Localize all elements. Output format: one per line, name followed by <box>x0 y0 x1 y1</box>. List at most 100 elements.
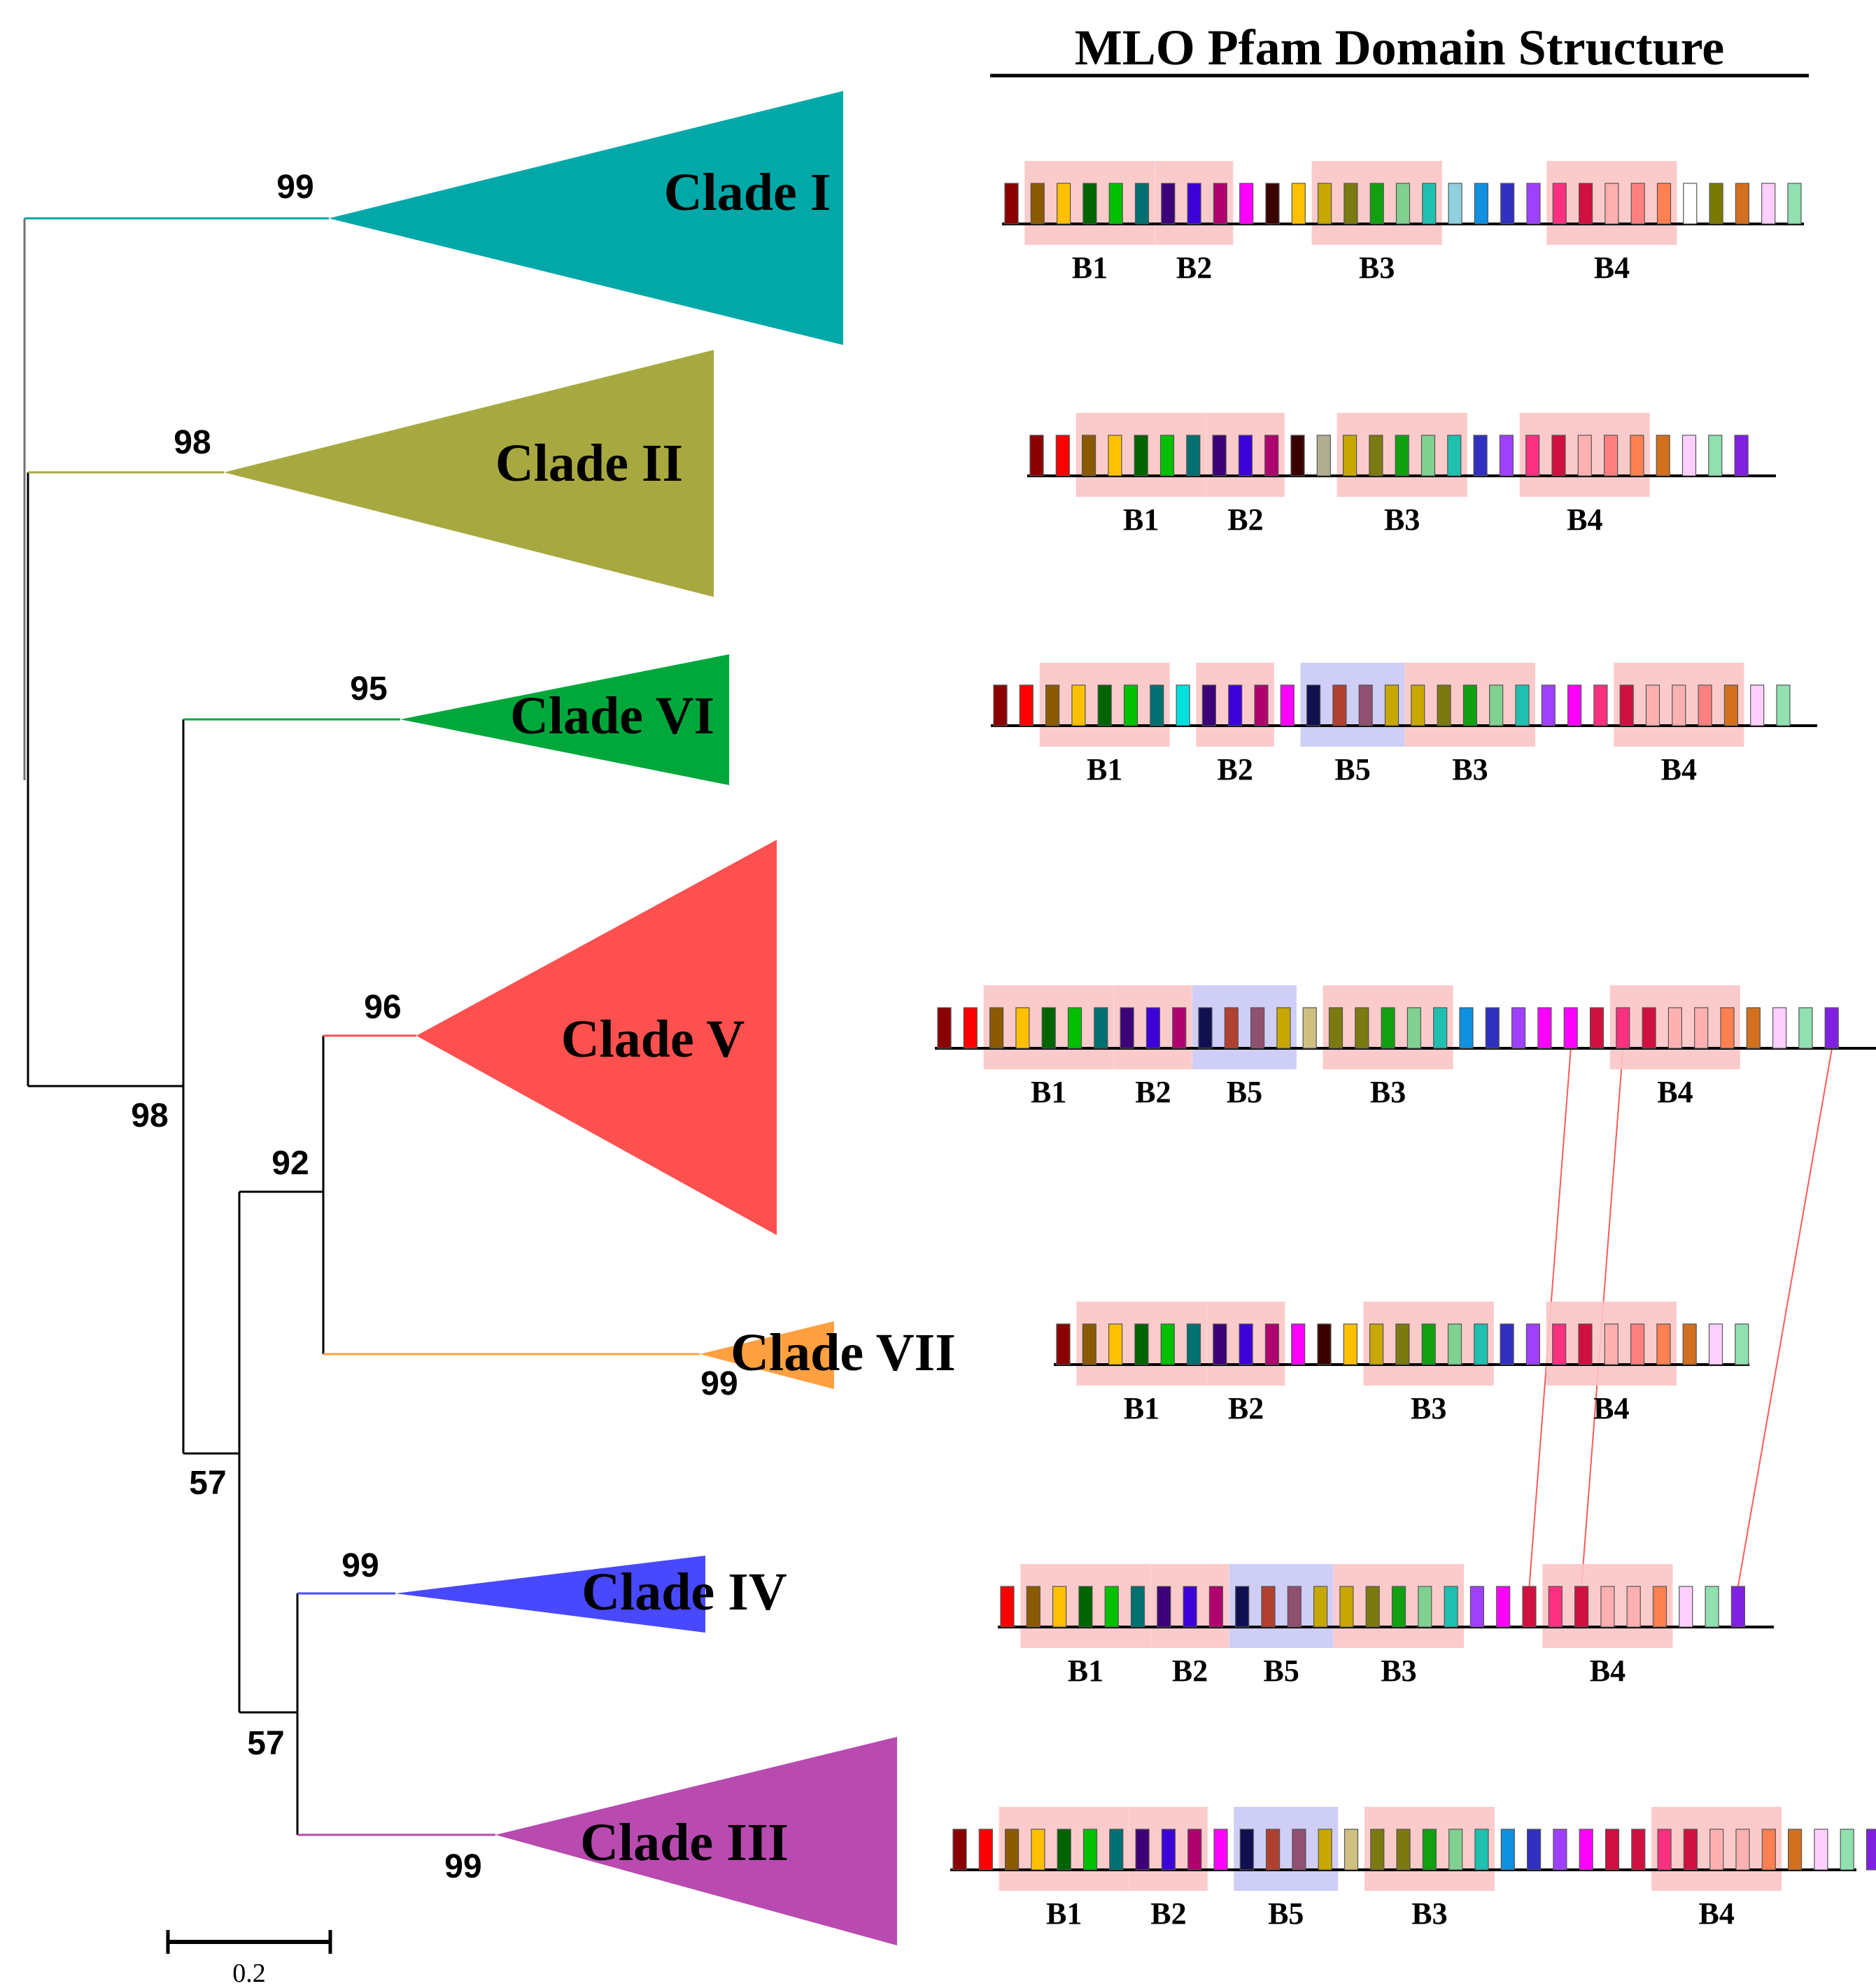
motif-box <box>1537 1007 1552 1049</box>
motif-box <box>1395 1323 1410 1365</box>
motif-box <box>1134 183 1150 225</box>
motif-box <box>1437 684 1451 726</box>
block-label-b1: B1 <box>1087 752 1122 787</box>
motif-box <box>1447 1323 1462 1365</box>
motif-box <box>1276 1007 1291 1049</box>
motif-box <box>1123 684 1138 726</box>
block-label-b2: B2 <box>1176 251 1212 285</box>
motif-box <box>1698 684 1712 726</box>
motif-box <box>1056 1323 1071 1365</box>
motif-box <box>1645 684 1660 726</box>
motif-box <box>1474 183 1488 225</box>
motif-box <box>1548 1586 1563 1628</box>
motif-box <box>1679 1586 1693 1628</box>
bootstrap-clade-vii: 99 <box>700 1365 738 1402</box>
motif-box <box>1186 1323 1201 1365</box>
block-label-b4: B4 <box>1661 752 1697 787</box>
motif-box <box>1604 435 1618 477</box>
block-label-b3: B3 <box>1370 1075 1406 1109</box>
motif-box <box>1656 183 1672 225</box>
motif-box <box>1541 684 1556 726</box>
bootstrap-clade-vi: 95 <box>350 670 387 707</box>
motif-box <box>1630 183 1645 225</box>
motif-box <box>1567 684 1582 726</box>
motif-box <box>1672 684 1686 726</box>
motif-box <box>1499 435 1514 477</box>
motif-box <box>1004 1829 1020 1871</box>
motif-box <box>1605 1829 1620 1871</box>
node-bootstrap-root: 98 <box>131 1097 168 1134</box>
motif-box <box>952 1829 967 1871</box>
motif-box <box>1776 684 1791 726</box>
triangle-clade-vii <box>700 1321 834 1389</box>
motif-box <box>1082 1323 1096 1365</box>
motif-box <box>1824 1007 1839 1049</box>
motif-box <box>1317 1323 1332 1365</box>
motif-box <box>1735 1323 1749 1365</box>
block-label-b4: B4 <box>1593 1391 1629 1425</box>
motif-box <box>1708 1323 1723 1365</box>
block-label-b2: B2 <box>1227 502 1263 537</box>
motif-box <box>1422 1829 1437 1871</box>
motif-box <box>1183 1586 1197 1628</box>
motif-box <box>1318 1829 1332 1871</box>
motif-box <box>1705 1586 1719 1628</box>
motif-box <box>1328 1007 1343 1049</box>
motif-box <box>1694 1007 1709 1049</box>
motif-box <box>1370 1829 1385 1871</box>
motif-box <box>1552 183 1567 225</box>
motif-box <box>1239 1829 1254 1871</box>
label-clade-iii: Clade III <box>580 1813 789 1872</box>
motif-box <box>1343 183 1358 225</box>
block-label-b1: B1 <box>1031 1075 1066 1109</box>
motif-box <box>1552 1323 1567 1365</box>
domain-blocks <box>1039 663 1744 747</box>
motif-box <box>1041 1007 1056 1049</box>
motif-box <box>1526 183 1541 225</box>
motif-box <box>1411 684 1425 726</box>
motif-box <box>1235 1586 1250 1628</box>
block-label-b3: B3 <box>1381 1654 1416 1688</box>
motif-box <box>1313 1586 1328 1628</box>
motif-box <box>1082 1829 1098 1871</box>
label-clade-vi: Clade VI <box>510 686 714 745</box>
motif-box <box>1381 1007 1395 1049</box>
node-bootstrap-n5: 57 <box>247 1725 284 1762</box>
motif-box <box>1395 183 1411 225</box>
bootstrap-clade-iv: 99 <box>341 1547 379 1584</box>
label-clade-iv: Clade IV <box>581 1563 787 1621</box>
motif-box <box>1306 684 1321 726</box>
motif-box <box>1134 1323 1149 1365</box>
motif-box <box>1422 183 1437 225</box>
motif-box <box>1448 1829 1463 1871</box>
motif-box <box>1433 1007 1448 1049</box>
motif-box <box>1761 183 1776 225</box>
motif-box <box>1474 1829 1489 1871</box>
motif-box <box>1772 1007 1787 1049</box>
motif-box <box>1489 684 1504 726</box>
motif-box <box>1444 1586 1458 1628</box>
block-label-b3: B3 <box>1452 752 1488 787</box>
motif-box <box>1656 435 1670 477</box>
motif-box <box>1761 1829 1776 1871</box>
motif-box <box>1448 183 1462 225</box>
motif-box <box>1031 1829 1045 1871</box>
motif-box <box>1208 1586 1224 1628</box>
motif-box <box>1239 183 1254 225</box>
motif-box <box>1019 684 1034 726</box>
label-clade-ii: Clade II <box>495 434 683 493</box>
motif-box <box>1071 684 1086 726</box>
triangle-clade-v <box>416 840 777 1235</box>
motif-box <box>1525 1323 1540 1365</box>
motif-box <box>1746 1007 1761 1049</box>
motif-box <box>1224 1007 1239 1049</box>
motif-box <box>1682 1323 1697 1365</box>
motif-box <box>993 684 1008 726</box>
motif-box <box>1097 684 1112 726</box>
motif-box <box>1045 684 1060 726</box>
block-label-b2: B2 <box>1150 1896 1186 1931</box>
